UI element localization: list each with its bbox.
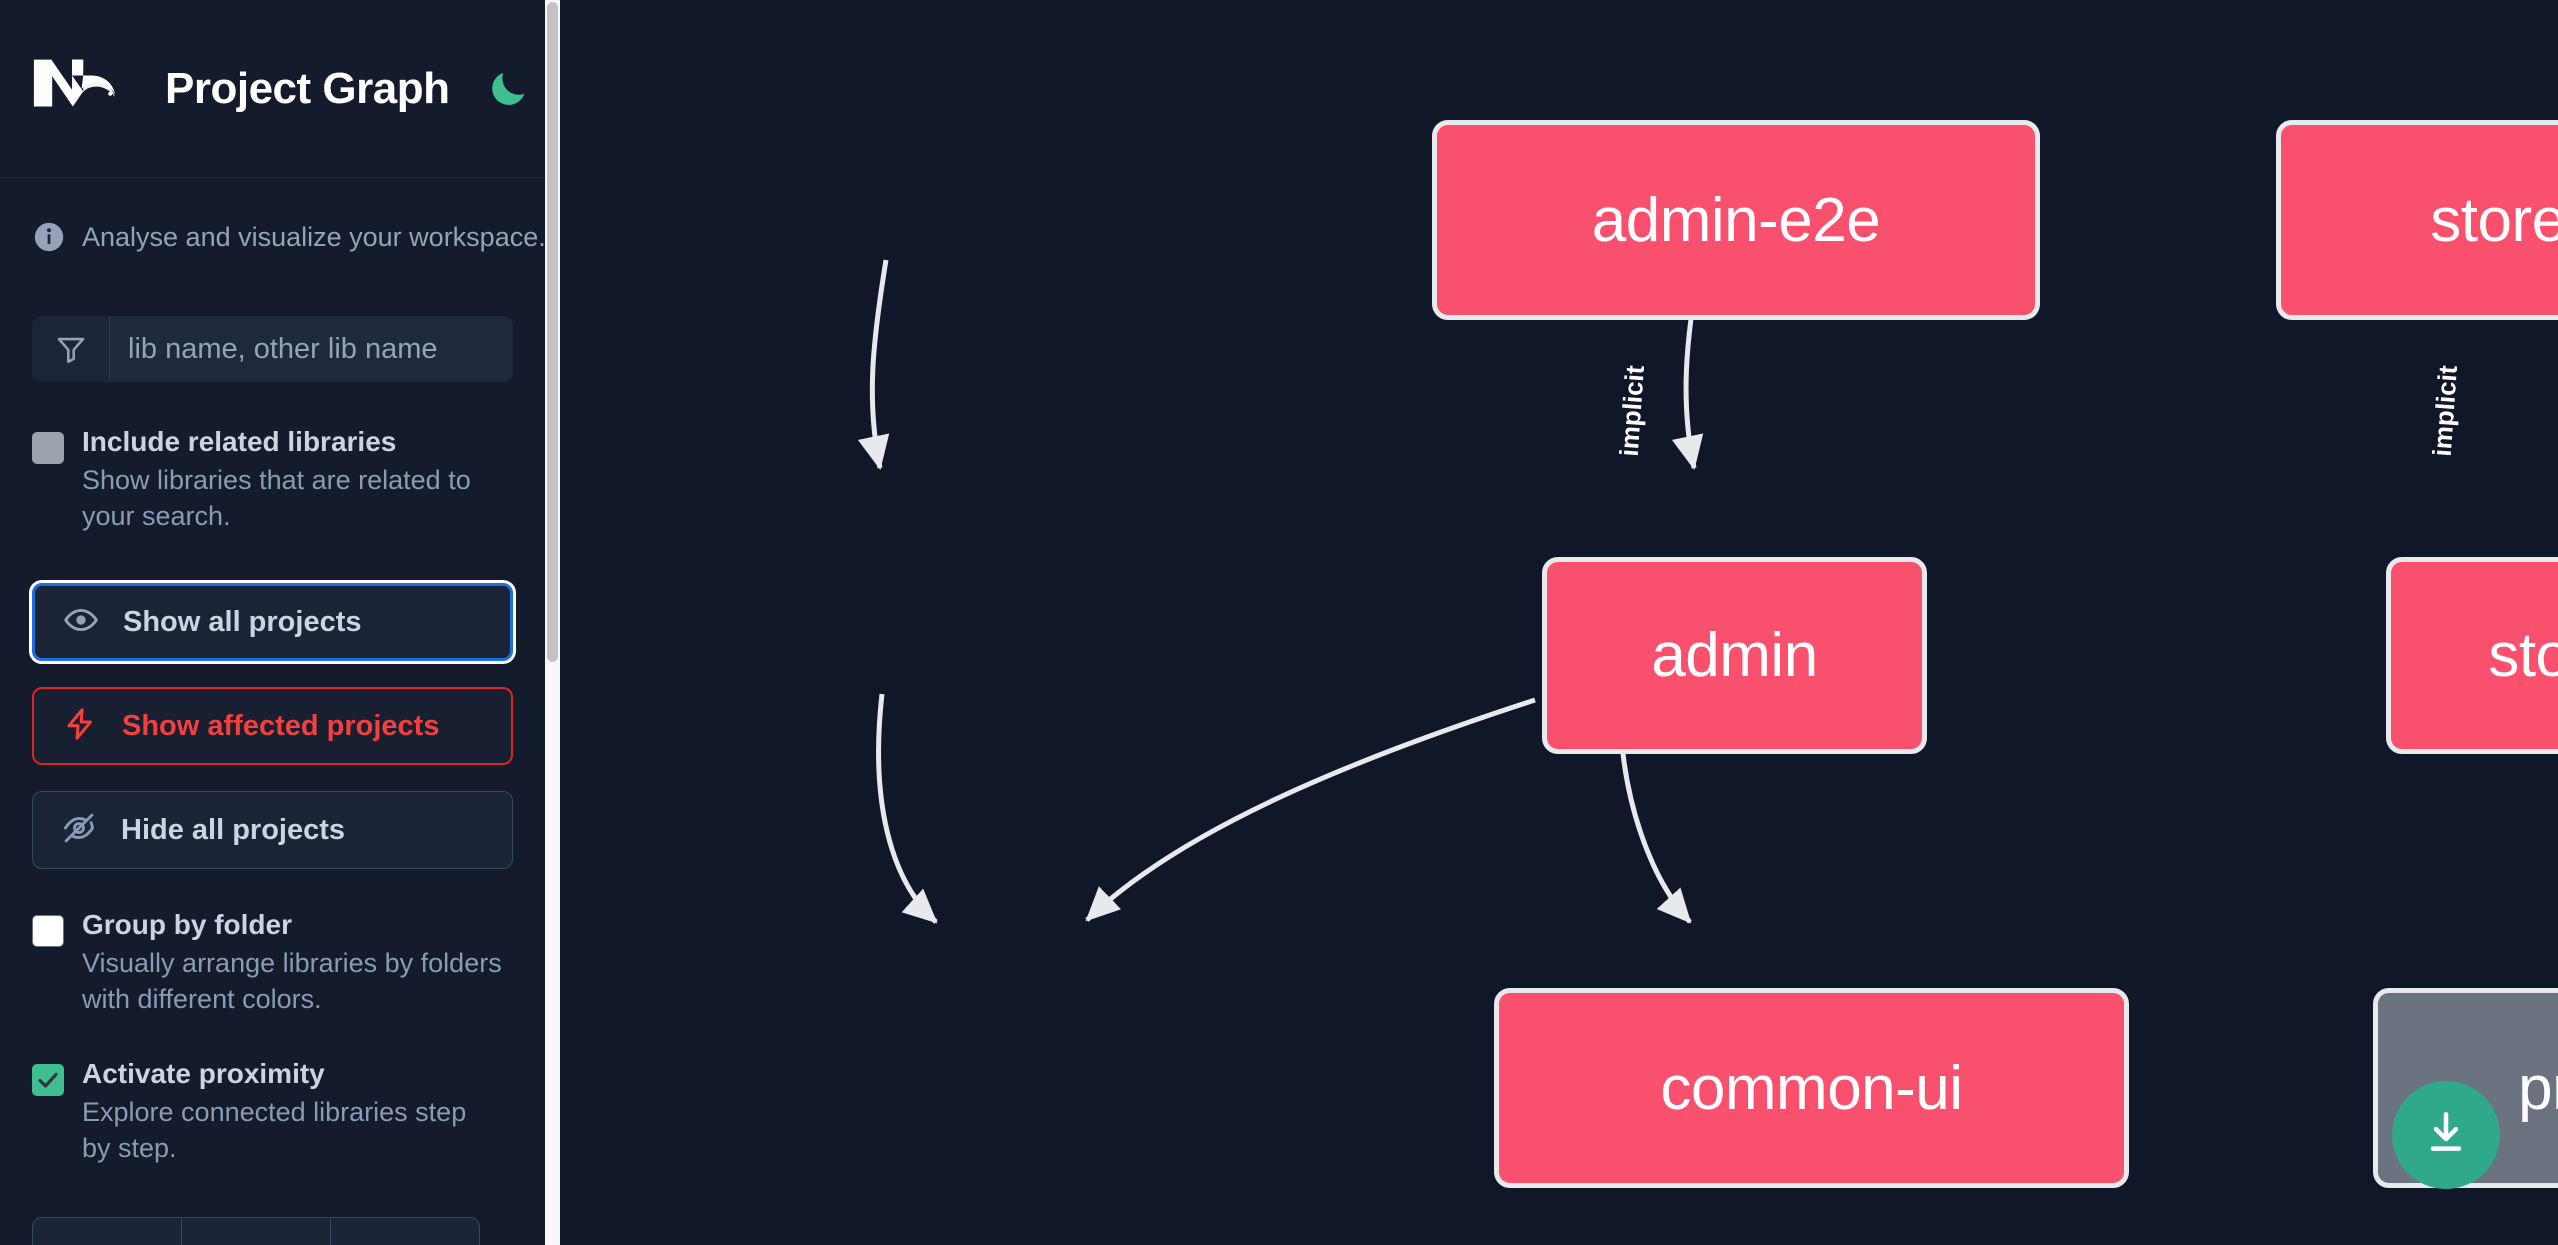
sidebar-scrollbar-thumb[interactable] xyxy=(547,2,558,662)
checkbox-label: Activate proximity xyxy=(82,1058,325,1089)
sidebar-scrollbar[interactable] xyxy=(545,0,560,1245)
show-affected-projects-button[interactable]: Show affected projects xyxy=(32,687,513,765)
sidebar-content: Project Graph Analyse and visualize your… xyxy=(0,0,546,1245)
checkbox-description: Show libraries that are related to your … xyxy=(82,465,471,532)
show-all-projects-button[interactable]: Show all projects xyxy=(29,580,516,664)
moon-icon[interactable] xyxy=(485,66,531,112)
edge-admin-common-ui xyxy=(876,693,938,924)
edge-admin-e2e-admin xyxy=(857,259,890,470)
graph-node-common-ui[interactable]: common-ui xyxy=(1494,988,2129,1188)
checkbox-description: Visually arrange libraries by folders wi… xyxy=(82,948,502,1015)
tagline-text: Analyse and visualize your workspace. xyxy=(82,221,546,252)
eye-off-icon xyxy=(61,810,97,851)
eye-icon xyxy=(63,602,99,643)
show-all-projects-label: Show all projects xyxy=(123,605,362,638)
layout-segmented-control[interactable] xyxy=(32,1217,480,1245)
hide-all-projects-label: Hide all projects xyxy=(121,813,346,846)
checkbox-include-related-libraries[interactable]: Include related libraries Show libraries… xyxy=(0,426,545,535)
lightning-bolt-icon xyxy=(62,706,98,747)
edge-store-common-ui xyxy=(1085,697,1536,922)
checkbox-activate-proximity[interactable]: Activate proximity Explore connected lib… xyxy=(0,1058,545,1167)
filter-box[interactable] xyxy=(32,316,513,382)
download-graph-button[interactable] xyxy=(2392,1081,2500,1189)
workspace-tagline: Analyse and visualize your workspace. xyxy=(0,178,546,254)
nx-logo xyxy=(32,58,128,120)
segment-option-2[interactable] xyxy=(182,1218,331,1245)
download-icon xyxy=(2420,1107,2472,1164)
graph-node-store[interactable]: store xyxy=(2386,557,2558,754)
graph-node-admin-e2e[interactable]: admin-e2e xyxy=(1432,120,2040,320)
include-related-libraries-checkbox[interactable] xyxy=(32,432,64,464)
group-by-folder-checkbox[interactable] xyxy=(32,915,64,947)
hide-all-projects-button[interactable]: Hide all projects xyxy=(32,791,513,869)
checkbox-group-by-folder[interactable]: Group by folder Visually arrange librari… xyxy=(0,909,545,1018)
graph-canvas[interactable]: admin-e2e store-e2e admin store common-u… xyxy=(560,0,2558,1245)
sidebar-header: Project Graph xyxy=(0,0,545,178)
info-icon xyxy=(32,220,66,254)
funnel-icon xyxy=(32,316,110,382)
graph-node-store-e2e[interactable]: store-e2e xyxy=(2276,120,2558,320)
checkbox-description: Explore connected libraries step by step… xyxy=(82,1097,467,1164)
checkbox-label: Include related libraries xyxy=(82,426,397,457)
segment-option-1[interactable] xyxy=(33,1218,182,1245)
checkbox-label: Group by folder xyxy=(82,909,292,940)
graph-node-admin[interactable]: admin xyxy=(1542,557,1927,754)
show-affected-projects-label: Show affected projects xyxy=(122,709,440,742)
page-title: Project Graph xyxy=(165,63,450,113)
activate-proximity-checkbox[interactable] xyxy=(32,1064,64,1096)
sidebar: Project Graph Analyse and visualize your… xyxy=(0,0,560,1245)
search-input[interactable] xyxy=(110,316,513,382)
segment-option-3[interactable] xyxy=(331,1218,479,1245)
project-visibility-buttons: Show all projects Show affected projects xyxy=(0,580,545,869)
